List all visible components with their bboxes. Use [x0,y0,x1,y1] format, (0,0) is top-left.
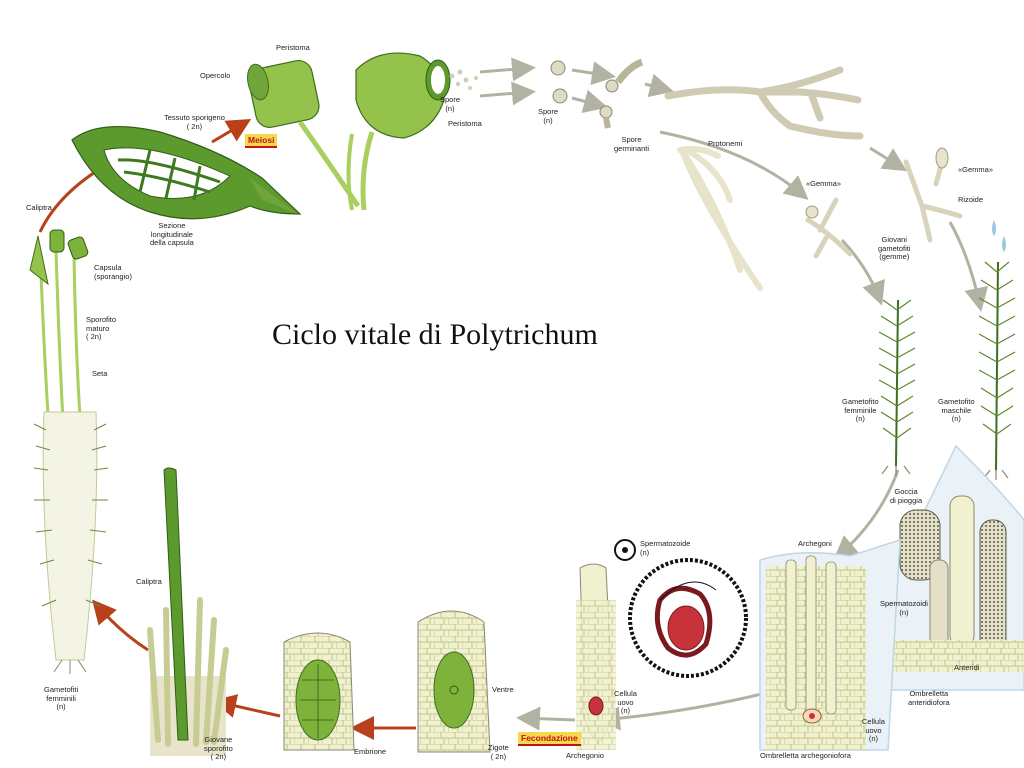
label-seta: Seta [92,369,108,378]
label-spore-germinanti: Spore germinanti [614,135,650,153]
arrow-spores-2 [479,81,536,106]
spermatozoide-callout-illustration [614,539,748,678]
embrione-illustration [283,632,355,751]
raindrop-icon [992,220,1006,252]
arrow-spores-1 [479,57,536,82]
arrow-to-mature-sporophyte [92,599,149,652]
label-archegoni: Archegoni [798,539,832,548]
sporofito-maturo-illustration [29,229,109,674]
label-capsula: Capsula (sporangio) [94,263,132,281]
label-peristoma-top: Peristoma [276,43,310,52]
released-spores [449,69,478,90]
giovane-sporofito-illustration [147,467,229,756]
label-gametofiti-femminili: Gametofiti femminili (n) [44,685,79,711]
arrow-to-male [948,221,989,312]
label-giovane-sporofito: Giovane sporofito ( 2n) [204,735,233,761]
label-gametofito-femminile: Gametofito femminile (n) [842,397,879,423]
capsule-peristoma-illustration [346,52,451,211]
arrow-to-archegonio [596,690,771,731]
label-anteridi: Anteridi [954,663,980,672]
label-goccia-pioggia: Goccia di pioggia [890,487,923,505]
arrow-to-gemma-left [659,130,809,200]
label-fecondazione: Fecondazione [518,732,581,746]
antheridial-head-illustration [871,444,1024,691]
label-peristoma-bottom: Peristoma [448,119,482,128]
label-gemma-right: «Gemma» [958,165,994,174]
spore-illustrations [550,58,644,129]
arrow-meiosi [211,118,252,144]
label-spore-n-1: Spore (n) [440,95,461,113]
label-ombrelletta-anteridiofora: Ombrelletta anteridiofora [908,689,950,707]
label-rizoide: Rizoide [958,195,984,204]
diagram-title: Ciclo vitale di Polytrichum [272,318,598,351]
label-cellula-uovo-right: Cellula uovo (n) [862,717,885,743]
label-spermatozoidi: Spermatozoidi (n) [880,599,928,617]
label-giovani-gametofiti: Giovani gametofiti (gemme) [878,235,911,261]
arrow-germinate-2 [571,89,608,113]
capsule-section-illustration [71,125,302,220]
arrow-germinate-1 [571,61,616,86]
label-gametofito-maschile: Gametofito maschile (n) [938,397,975,423]
label-sezione-capsula: Sezione longitudinale della capsula [150,221,194,247]
label-embrione: Embrione [354,747,387,756]
label-spore-n-2: Spore (n) [538,107,559,125]
label-protonemi: Protonemi [708,139,743,148]
archegonial-head-illustration [759,538,901,751]
gemma-left-illustration [805,197,853,259]
arrow-to-young-sporophyte [212,694,281,718]
zigote-illustration [417,610,491,753]
label-ombrelletta-archegoniofora: Ombrelletta archegoniofora [760,751,851,760]
label-tessuto-sporigeno: Tessuto sporigeno ( 2n) [164,113,225,131]
label-ventre: Ventre [492,685,514,694]
arrow-protonema [644,73,674,98]
male-gametophyte-shoot [978,261,1016,480]
label-meiosi: Meiosi [245,134,278,148]
germinating-spores-illustration [677,145,763,291]
arrow-to-female [840,238,885,306]
cycle-arrows [38,57,989,740]
arrow-to-archegoni [833,469,900,560]
label-zigote: Zigote ( 2n) [488,743,509,761]
label-opercolo: Opercolo [200,71,231,80]
label-archegonio: Archegonio [566,751,604,760]
label-spermatozoide: Spermatozoide (n) [640,539,691,557]
label-caliptra-top: Caliptra [26,203,52,212]
label-cellula-uovo-left: Cellula uovo (n) [614,689,637,715]
label-gemma-left: «Gemma» [806,179,842,188]
arrow-fecondazione [516,706,576,731]
arrow-to-gemma-right [869,146,908,172]
archegonio-illustration [576,563,616,750]
label-caliptra-bottom: Caliptra [136,577,162,586]
female-gametophyte-shoot [878,299,916,476]
label-sporofito-maturo: Sporofito maturo ( 2n) [86,315,117,341]
gemma-right-illustration [903,147,963,243]
protonema-illustration [664,66,864,140]
